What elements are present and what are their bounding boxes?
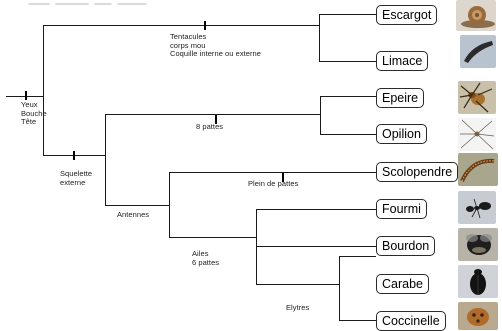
label-wings-six-legs: Ailes 6 pattes: [192, 249, 220, 267]
ant-photo-icon: [458, 191, 496, 224]
taxon-carabe[interactable]: Carabe: [376, 274, 429, 294]
orb-spider-photo-icon: [458, 81, 496, 114]
mollusca-tick: [204, 21, 206, 30]
arthropoda-node-vertical: [105, 114, 106, 205]
taxon-coccinelle[interactable]: Coccinelle: [376, 311, 446, 331]
ground-beetle-photo-icon: [458, 265, 498, 298]
label-root-characters: Yeux Bouche Tête: [21, 100, 47, 127]
taxon-fourmi[interactable]: Fourmi: [376, 199, 427, 219]
coleoptera-branch: [256, 284, 339, 285]
epeire-branch: [320, 96, 376, 97]
taxon-opilion[interactable]: Opilion: [376, 124, 427, 144]
label-elytra: Elytres: [286, 303, 310, 312]
taxon-bourdon[interactable]: Bourdon: [376, 236, 436, 256]
arachnida-branch: [105, 114, 320, 115]
limace-branch: [319, 61, 376, 62]
escargot-branch: [319, 14, 376, 15]
scolopendre-branch: [169, 172, 376, 173]
label-mollusca-characters: Tentacules corps mou Coquille interne ou…: [170, 32, 261, 59]
carabe-branch: [339, 256, 376, 257]
mollusca-node-vertical: [319, 14, 320, 61]
opilion-branch: [320, 134, 376, 135]
label-antennae: Antennes: [117, 210, 150, 219]
taxon-limace[interactable]: Limace: [376, 51, 429, 71]
insecta-branch: [169, 237, 256, 238]
label-many-legs: Plein de pattes: [248, 179, 299, 188]
root-tick: [25, 91, 27, 100]
snail-photo-icon: [456, 0, 496, 31]
mandibulata-branch: [105, 205, 169, 206]
mandibulata-node-vertical: [169, 172, 170, 237]
mollusca-branch: [43, 25, 319, 26]
label-eight-legs: 8 pattes: [196, 122, 224, 131]
root-branch: [6, 96, 43, 97]
bumblebee-photo-icon: [458, 228, 498, 261]
root-node-vertical: [43, 25, 44, 155]
myriapoda-tick: [282, 173, 284, 182]
slug-photo-icon: [460, 35, 496, 68]
coleoptera-node-vertical: [339, 256, 340, 320]
taxon-escargot[interactable]: Escargot: [376, 5, 438, 25]
arachnida-node-vertical: [320, 96, 321, 134]
taxon-epeire[interactable]: Epeire: [376, 88, 425, 108]
coccinelle-branch: [339, 320, 376, 321]
fourmi-branch: [256, 209, 376, 210]
exoskeleton-tick: [73, 151, 75, 160]
harvestman-photo-icon: [458, 118, 496, 151]
ladybird-photo-icon: [458, 302, 498, 330]
cropped-title-fragment: [28, 0, 158, 5]
taxon-scolopendre[interactable]: Scolopendre: [376, 162, 459, 182]
bourdon-branch: [256, 246, 376, 247]
label-exoskeleton: Squelette externe: [60, 169, 93, 187]
centipede-photo-icon: [458, 153, 498, 186]
arachnida-tick: [215, 115, 217, 124]
